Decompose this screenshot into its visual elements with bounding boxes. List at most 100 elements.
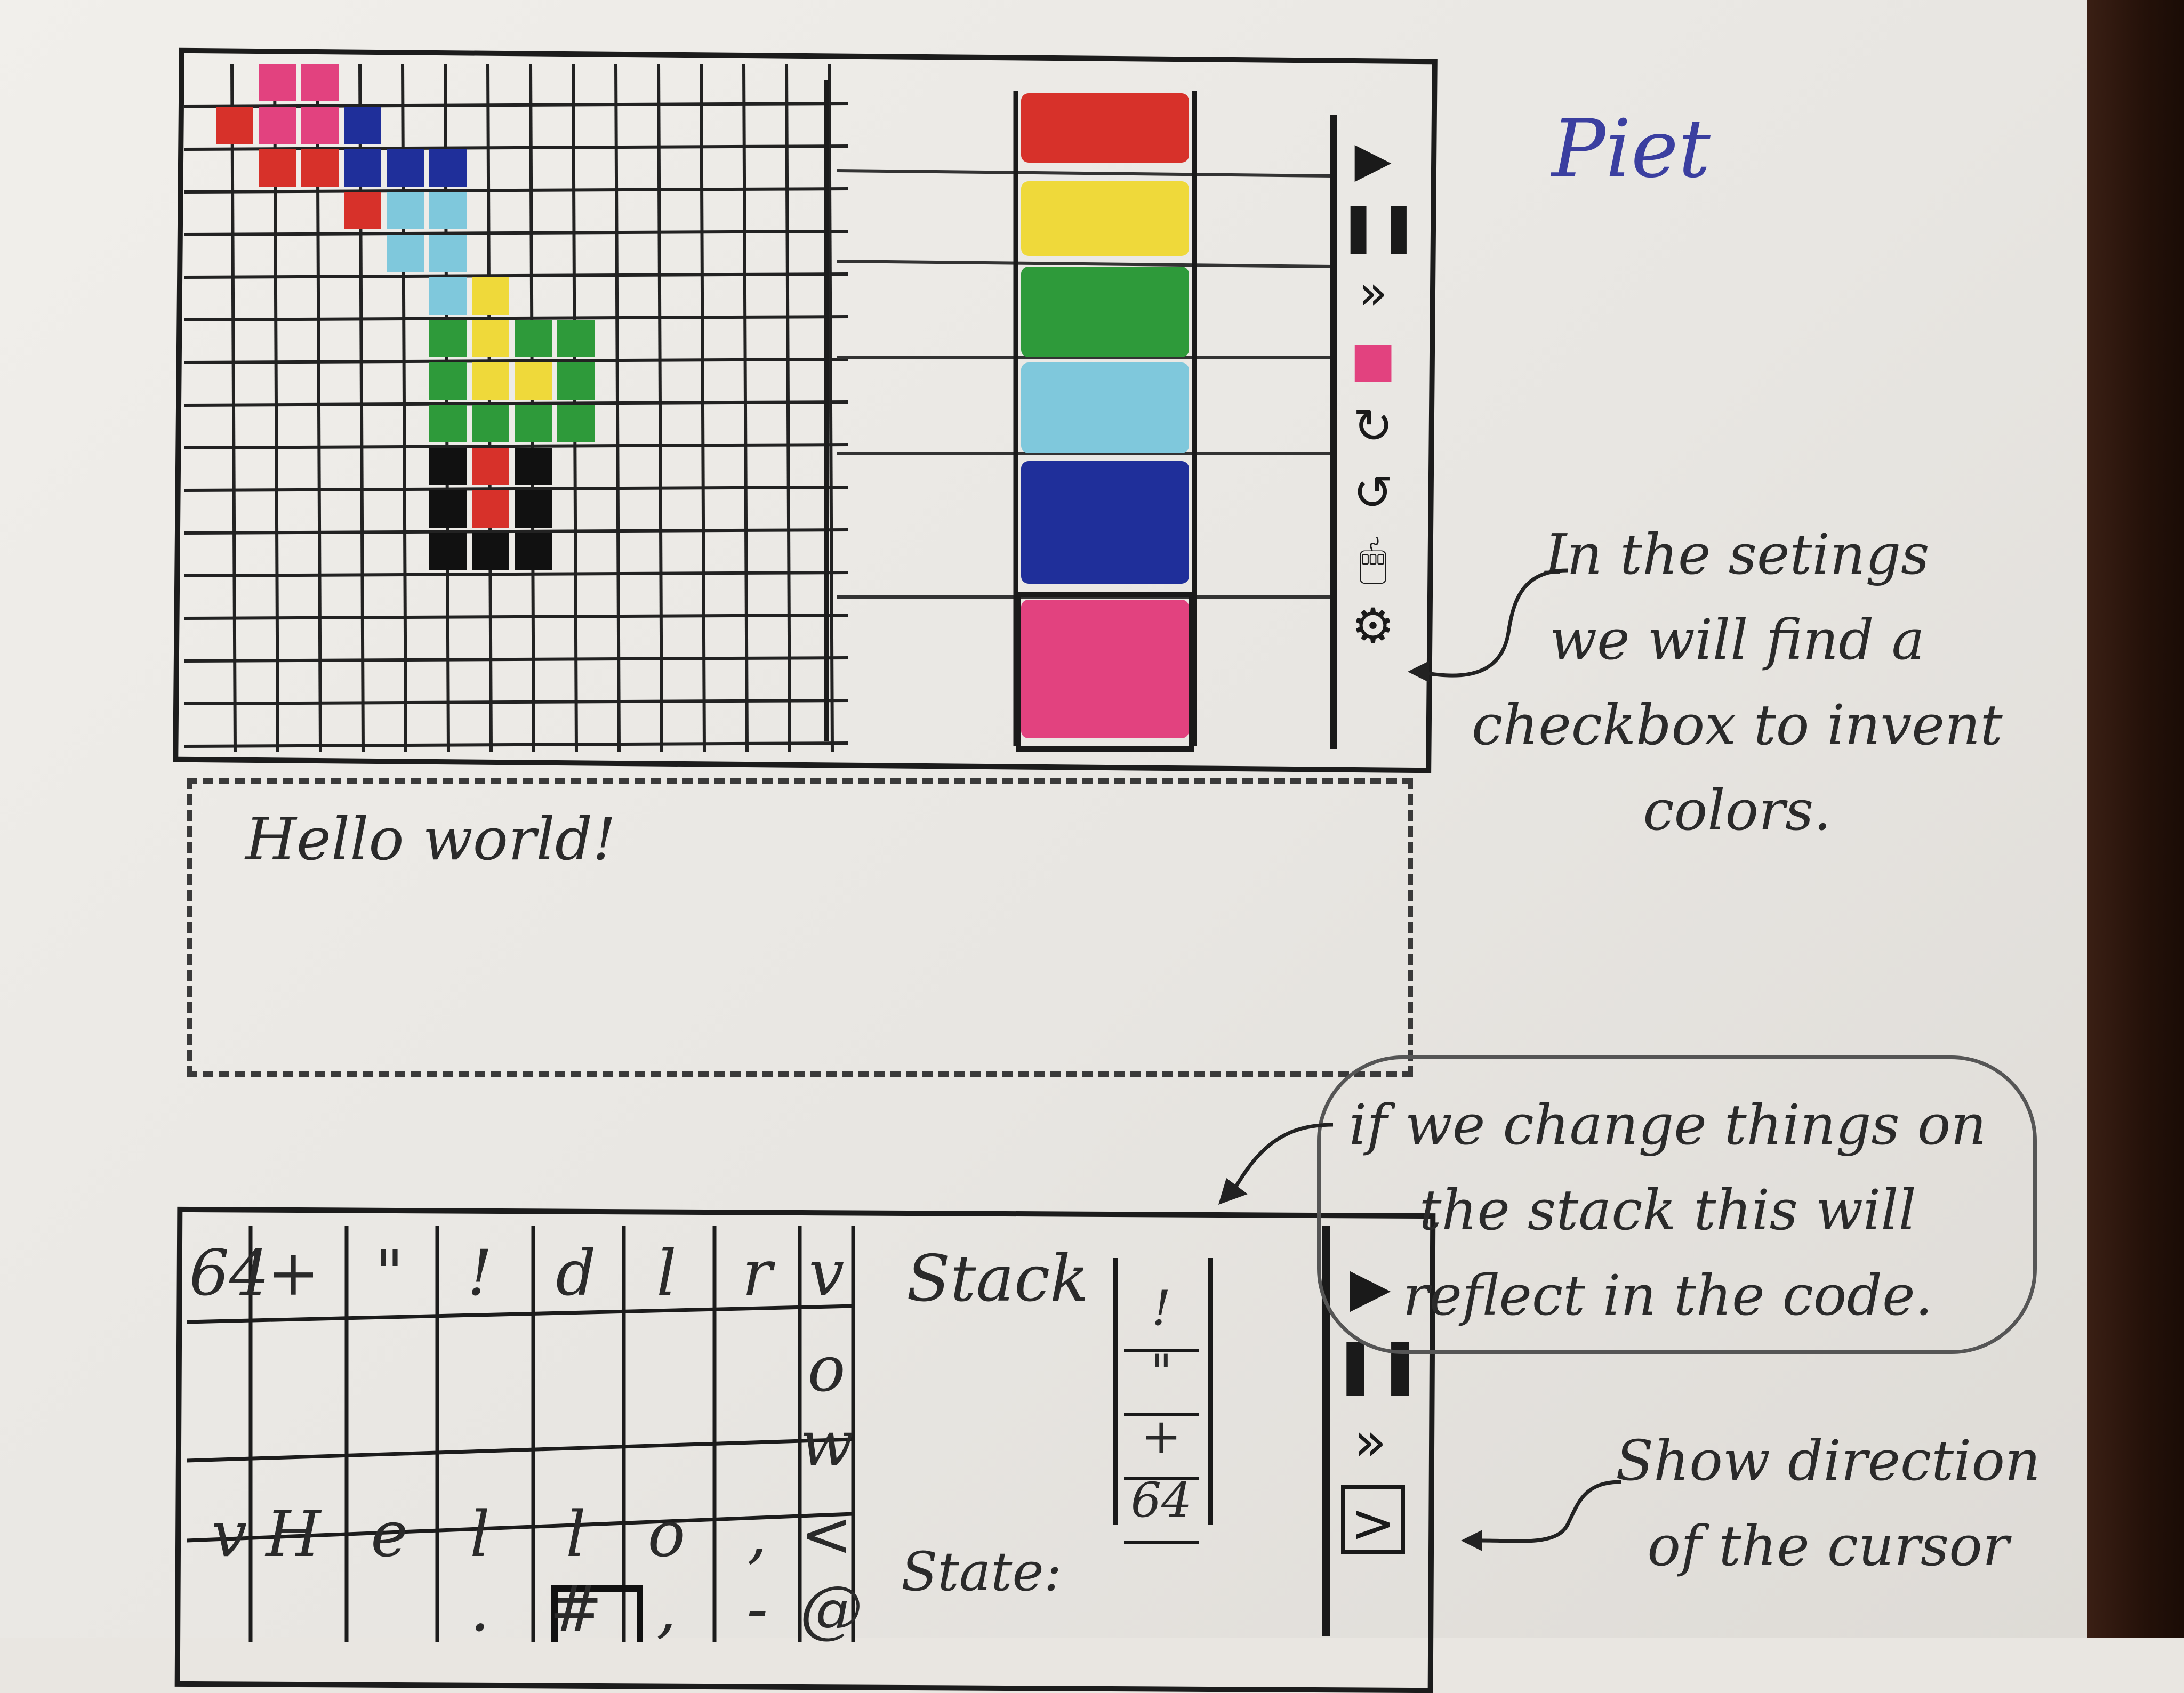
palette-swatch-green[interactable]	[1021, 267, 1189, 357]
piet-codel[interactable]	[344, 149, 381, 187]
befunge-cell[interactable]: "	[374, 1236, 404, 1310]
piet-codel[interactable]	[429, 533, 467, 570]
befunge-cell[interactable]: H	[266, 1497, 321, 1571]
state-label: State:	[901, 1541, 1062, 1603]
settings-gear-icon[interactable]: ⚙	[1351, 598, 1395, 654]
piet-codel[interactable]	[387, 192, 424, 229]
piet-codel[interactable]	[301, 107, 339, 144]
piet-codel[interactable]	[515, 405, 552, 442]
piet-codel[interactable]	[429, 362, 467, 400]
befunge-cell[interactable]: @	[800, 1572, 863, 1646]
befunge-cell[interactable]: w	[800, 1407, 854, 1480]
befunge-cell[interactable]: v	[808, 1236, 845, 1310]
cursor-direction-icon[interactable]: >	[1341, 1485, 1405, 1554]
piet-codel[interactable]	[387, 235, 424, 272]
rotate-counterclockwise-icon[interactable]: ↺	[1353, 465, 1393, 521]
piet-codel[interactable]	[515, 490, 552, 528]
piet-output-panel: Hello world!	[187, 778, 1413, 1077]
rotate-clockwise-icon[interactable]: ↻	[1353, 398, 1393, 454]
befunge-grid-lines	[187, 1226, 855, 1642]
piet-codel[interactable]	[472, 277, 509, 315]
stack-item[interactable]: "	[1124, 1333, 1199, 1416]
stack-box	[1113, 1258, 1213, 1525]
piet-codel[interactable]	[344, 192, 381, 229]
piet-panel-divider	[824, 80, 829, 741]
piet-codel[interactable]	[472, 362, 509, 400]
befunge-cell[interactable]: o	[647, 1497, 686, 1571]
piet-codel[interactable]	[557, 362, 595, 400]
piet-codel[interactable]	[259, 149, 296, 187]
pause-icon[interactable]: ❚❚	[1338, 198, 1419, 254]
befunge-cell[interactable]: 64	[189, 1236, 270, 1310]
settings-annotation: In the setings we will find a checkbox t…	[1472, 522, 2003, 843]
settings-annotation-arrow	[1408, 568, 1568, 682]
piet-codel[interactable]	[429, 448, 467, 485]
befunge-cell[interactable]: r	[742, 1236, 773, 1310]
stack-annotation-bubble	[1317, 1055, 2037, 1354]
befunge-cell[interactable]: !	[467, 1236, 493, 1310]
befunge-cell[interactable]: ,	[747, 1497, 767, 1571]
piet-codel[interactable]	[472, 448, 509, 485]
stack-item[interactable]: !	[1124, 1269, 1199, 1352]
piet-codel[interactable]	[557, 320, 595, 357]
selected-color-outline	[1016, 592, 1194, 752]
befunge-cell[interactable]: d	[556, 1236, 596, 1310]
piet-codel[interactable]	[301, 64, 339, 101]
piet-codel[interactable]	[259, 64, 296, 101]
palette-swatch-magenta[interactable]	[1021, 600, 1189, 738]
piet-codel[interactable]	[515, 362, 552, 400]
fast-forward-icon[interactable]: »	[1354, 1410, 1387, 1473]
piet-codel[interactable]	[472, 490, 509, 528]
piet-codel[interactable]	[557, 405, 595, 442]
befunge-cell[interactable]: +	[267, 1236, 320, 1310]
befunge-cell[interactable]: e	[371, 1497, 408, 1571]
befunge-cell[interactable]: ,	[656, 1572, 677, 1646]
befunge-cell[interactable]: v	[211, 1497, 247, 1571]
befunge-cell[interactable]: #	[549, 1572, 603, 1646]
play-icon[interactable]: ▶	[1354, 132, 1392, 188]
stack-annotation-arrow	[1218, 1123, 1334, 1205]
piet-codel[interactable]	[301, 149, 339, 187]
piet-codel[interactable]	[472, 320, 509, 357]
piet-codel[interactable]	[216, 107, 253, 144]
palette-swatch-red[interactable]	[1021, 93, 1189, 163]
befunge-toolbar	[1322, 1226, 1330, 1636]
piet-codel[interactable]	[515, 320, 552, 357]
stack-annotation: if we change things on the stack this wi…	[1349, 1092, 1987, 1328]
piet-output-text: Hello world!	[245, 805, 616, 873]
befunge-cell[interactable]: <	[800, 1497, 853, 1571]
color-square-icon[interactable]: ■	[1350, 332, 1396, 388]
direction-annotation-arrow	[1461, 1480, 1621, 1551]
befunge-cell[interactable]: .	[470, 1572, 490, 1646]
stack-item[interactable]: 64	[1124, 1461, 1199, 1544]
palette-swatch-yellow[interactable]	[1021, 181, 1189, 256]
piet-codel[interactable]	[472, 405, 509, 442]
befunge-cell[interactable]: l	[566, 1497, 586, 1571]
befunge-cell[interactable]: -	[746, 1572, 768, 1646]
befunge-cell[interactable]: l	[470, 1497, 490, 1571]
piet-codel[interactable]	[515, 533, 552, 570]
piet-codel[interactable]	[429, 192, 467, 229]
befunge-cell[interactable]: o	[807, 1332, 846, 1406]
palette-swatch-dark-blue[interactable]	[1021, 461, 1189, 584]
piet-codel[interactable]	[429, 405, 467, 442]
piet-codel[interactable]	[429, 277, 467, 315]
piet-toolbar	[1330, 115, 1337, 749]
direction-annotation: Show direction of the cursor	[1616, 1428, 2041, 1578]
piet-codel[interactable]	[515, 448, 552, 485]
piet-code-grid[interactable]	[184, 64, 848, 752]
piet-codel[interactable]	[387, 149, 424, 187]
piet-codel[interactable]	[344, 107, 381, 144]
befunge-cell[interactable]: l	[656, 1236, 677, 1310]
piet-codel[interactable]	[429, 235, 467, 272]
fast-forward-icon[interactable]: »	[1358, 265, 1388, 321]
stack-item[interactable]: +	[1124, 1397, 1199, 1480]
piet-codel[interactable]	[259, 107, 296, 144]
piet-codel[interactable]	[429, 490, 467, 528]
mouse-icon[interactable]: 🖱	[1359, 531, 1387, 587]
piet-codel[interactable]	[429, 320, 467, 357]
piet-codel[interactable]	[429, 149, 467, 187]
palette-swatch-light-blue[interactable]	[1021, 362, 1189, 453]
cursor-direction-symbol: >	[1351, 1492, 1395, 1554]
piet-codel[interactable]	[472, 533, 509, 570]
